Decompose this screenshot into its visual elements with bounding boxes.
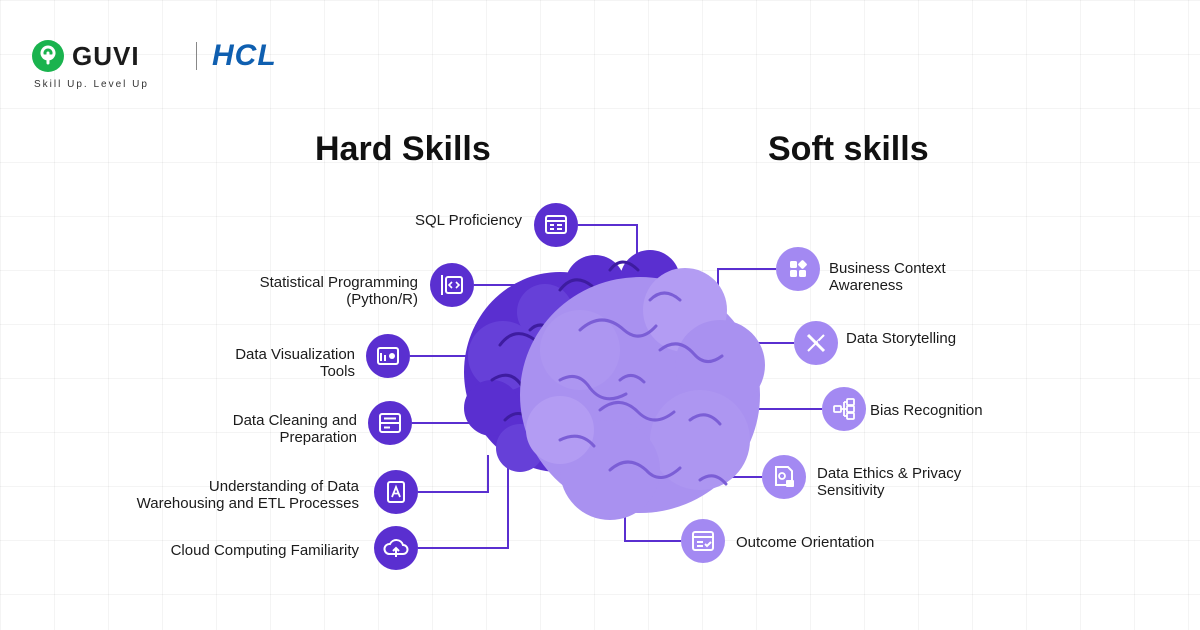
hard-skill-label: (Python/R) <box>346 291 418 308</box>
soft-skill-label: Awareness <box>829 277 903 294</box>
shield-lock-icon <box>762 455 806 499</box>
brand-name: GUVI <box>72 41 140 71</box>
chart-card-icon <box>366 334 410 378</box>
code-window-icon <box>534 203 578 247</box>
pencil-ruler-icon <box>794 321 838 365</box>
hard-skill-data-cleaning: Data Cleaning and Preparation <box>233 412 357 446</box>
brain-right-hemisphere <box>520 268 765 520</box>
hard-skill-sql: SQL Proficiency <box>415 212 522 229</box>
soft-skill-bias-recognition: Bias Recognition <box>870 402 983 419</box>
book-icon <box>374 470 418 514</box>
hard-skill-label: Preparation <box>279 429 357 446</box>
hard-skills-heading: Hard Skills <box>315 130 491 168</box>
hard-skill-label: Cloud Computing Familiarity <box>170 542 359 559</box>
checklist-icon <box>681 519 725 563</box>
soft-skill-data-ethics: Data Ethics & Privacy Sensitivity <box>817 465 961 499</box>
grid-icon <box>776 247 820 291</box>
soft-skill-business-context: Business Context Awareness <box>829 260 946 294</box>
hard-skill-label: Understanding of Data <box>208 478 359 495</box>
connector-etl <box>418 455 489 493</box>
logo: GUVI HCL Skill Up. Level Up <box>32 36 332 96</box>
soft-skill-label: Outcome Orientation <box>736 534 875 551</box>
hard-skill-label: Data Visualization <box>235 346 355 363</box>
hard-skill-etl: Understanding of Data Warehousing and ET… <box>137 478 359 512</box>
soft-skills-heading: Soft skills <box>768 130 929 168</box>
hard-skill-statistical-programming: Statistical Programming (Python/R) <box>260 274 418 308</box>
hard-skill-label: Warehousing and ETL Processes <box>136 495 359 512</box>
partner-name: HCL <box>212 39 277 72</box>
hard-skill-data-visualization: Data Visualization Tools <box>235 346 355 380</box>
soft-skill-label: Bias Recognition <box>870 402 983 419</box>
tagline: Skill Up. Level Up <box>34 79 149 90</box>
hard-skill-cloud-computing: Cloud Computing Familiarity <box>171 542 359 559</box>
soft-skill-data-storytelling: Data Storytelling <box>846 330 956 347</box>
hard-skill-label: Data Cleaning and <box>232 412 357 429</box>
hard-skill-label: Statistical Programming <box>259 274 418 291</box>
soft-skill-label: Data Storytelling <box>846 330 957 347</box>
soft-skill-label: Data Ethics & Privacy <box>817 465 962 482</box>
hierarchy-icon <box>822 387 866 431</box>
connector-business <box>717 268 776 300</box>
connector-cloud <box>418 468 509 549</box>
soft-skill-label: Sensitivity <box>817 482 885 499</box>
code-brackets-icon <box>430 263 474 307</box>
hard-skill-label: SQL Proficiency <box>415 212 522 229</box>
cloud-upload-icon <box>374 526 418 570</box>
brain-illustration <box>464 250 765 520</box>
soft-skill-label: Business Context <box>829 260 946 277</box>
logo-divider <box>196 42 197 70</box>
soft-skill-outcome-orientation: Outcome Orientation <box>736 534 874 551</box>
hard-skill-label: Tools <box>319 363 355 380</box>
guvi-logo-icon <box>32 40 64 72</box>
dashboard-icon <box>368 401 412 445</box>
